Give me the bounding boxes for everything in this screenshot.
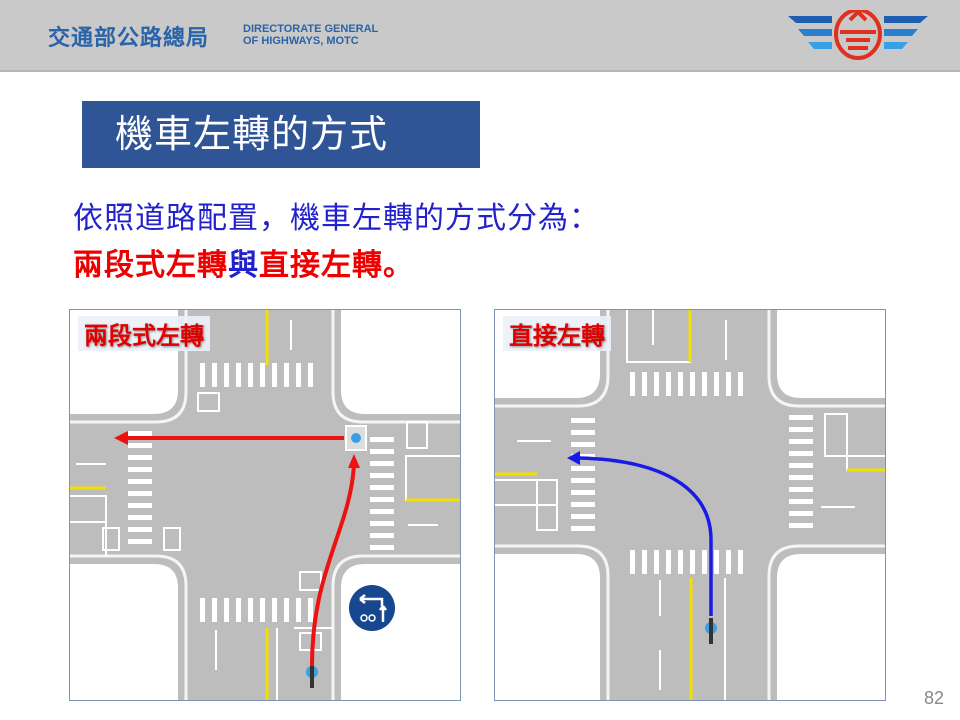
page-number: 82 [923,688,944,708]
intersection-map [70,310,460,700]
org-name-en-line1: DIRECTORATE GENERAL [243,23,379,35]
org-name-zh: 交通部公路總局 [48,26,210,51]
diagram-label: 直接左轉 [503,316,611,351]
header-bar: 交通部公路總局 DIRECTORATE GENERAL OF HIGHWAYS,… [0,0,960,72]
connector-text: 與 [228,248,259,283]
intersection-map [495,310,885,700]
two-stage-turn-path [310,464,356,667]
direct-left-turn-diagram: 直接左轉 [494,309,886,701]
two-stage-left-turn-diagram: 兩段式左轉 [69,309,461,701]
org-name-en-line2: OF HIGHWAYS, MOTC [243,35,359,47]
method-direct: 直接左轉 [259,248,383,283]
highway-bureau-logo-icon [788,10,928,60]
direct-turn-path [578,456,713,616]
org-name-en: DIRECTORATE GENERAL OF HIGHWAYS, MOTC [243,23,378,47]
end-punct: 。 [383,248,414,283]
intro-text: 依照道路配置，機車左轉的方式分為： [73,201,600,236]
slide-title: 機車左轉的方式 [82,101,480,168]
diagram-label: 兩段式左轉 [78,316,210,351]
method-two-stage: 兩段式左轉 [73,248,228,283]
methods-text: 兩段式左轉與直接左轉。 [73,240,414,284]
